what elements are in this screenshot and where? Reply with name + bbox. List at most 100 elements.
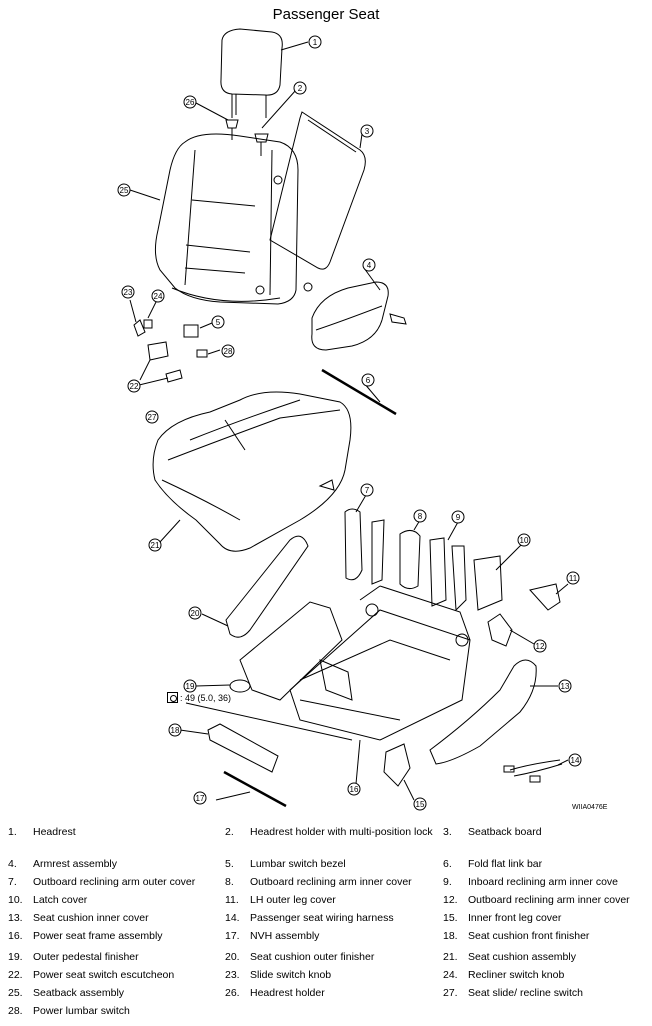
legend-label: Outer pedestal finisher: [33, 951, 139, 963]
callout-number: 1: [313, 38, 318, 47]
callout-19: [183, 679, 197, 693]
legend-label: Power lumbar switch: [33, 1005, 130, 1017]
callout-15: [413, 797, 427, 811]
callout-2: [293, 81, 307, 95]
legend-label: Headrest: [33, 826, 76, 838]
callout-number: 3: [365, 127, 370, 136]
callout-18: [168, 723, 182, 737]
legend-number: 16.: [8, 930, 23, 942]
callout-number: 11: [569, 574, 578, 583]
callout-number: 23: [124, 288, 133, 297]
callout-20: [188, 606, 202, 620]
callout-13: [558, 679, 572, 693]
pedestal-finisher-part: [229, 679, 251, 693]
legend-label: Inboard reclining arm inner cove: [468, 876, 618, 888]
callout-number: 21: [151, 541, 160, 550]
callout-number: 5: [216, 318, 221, 327]
legend-label: NVH assembly: [250, 930, 320, 942]
callout-number: 8: [418, 512, 423, 521]
legend-label: Inner front leg cover: [468, 912, 562, 924]
callout-12: [533, 639, 547, 653]
seatback-board-part: [269, 111, 366, 270]
headrest-part: [220, 28, 283, 118]
legend-number: 12.: [443, 894, 458, 906]
callout-number: 15: [416, 800, 425, 809]
switch-parts: [133, 319, 208, 383]
legend-number: 11.: [225, 894, 239, 906]
callout-number: 16: [350, 785, 359, 794]
seatback-part: [154, 133, 299, 305]
legend-label: Passenger seat wiring harness: [250, 912, 394, 924]
callout-10: [517, 533, 531, 547]
legend-label: Armrest assembly: [33, 858, 118, 870]
front-finisher-part: [207, 723, 279, 773]
legend-label: Seat cushion inner cover: [33, 912, 149, 924]
legend-number: 22.: [8, 969, 23, 981]
leg-cover-part: [383, 743, 411, 787]
callout-17: [193, 791, 207, 805]
callout-6: [361, 373, 375, 387]
power-seat-frame-part: [239, 585, 471, 741]
outer-finisher-part: [225, 535, 309, 638]
callout-number: 17: [196, 794, 205, 803]
legend-number: 7.: [8, 876, 17, 888]
legend-number: 6.: [443, 858, 452, 870]
legend-number: 1.: [8, 826, 17, 838]
legend-number: 9.: [443, 876, 452, 888]
callout-number: 25: [120, 186, 129, 195]
callout-number: 12: [536, 642, 545, 651]
callout-25: [117, 183, 131, 197]
callout-number: 6: [366, 376, 371, 385]
nvh-part: [223, 770, 287, 808]
diagram-title: Passenger Seat: [272, 6, 380, 23]
callout-11: [566, 571, 580, 585]
callout-number: 13: [561, 682, 570, 691]
callout-28: [221, 344, 235, 358]
callout-number: 28: [224, 347, 233, 356]
reclining-covers: [344, 508, 561, 647]
legend-label: Seat cushion outer finisher: [250, 951, 375, 963]
callout-number: 24: [154, 292, 163, 301]
legend-label: Outboard reclining arm inner cover: [250, 876, 412, 888]
exploded-seat-diagram: 1234567891011121314151617181920212223242…: [117, 28, 582, 811]
legend-label: Latch cover: [33, 894, 88, 906]
torque-spec: : 49 (5.0, 36): [167, 692, 231, 703]
legend-number: 14.: [225, 912, 240, 924]
callout-number: 20: [191, 609, 200, 618]
callout-number: 10: [520, 536, 529, 545]
callout-24: [151, 289, 165, 303]
legend-number: 2.: [225, 826, 234, 838]
legend-number: 8.: [225, 876, 234, 888]
fastener-part: [303, 282, 313, 292]
callout-5: [211, 315, 225, 329]
callout-14: [568, 753, 582, 767]
leader-lines: [129, 41, 569, 801]
armrest-part: [311, 281, 407, 351]
callout-4: [362, 258, 376, 272]
legend-number: 4.: [8, 858, 17, 870]
legend-label: Power seat frame assembly: [33, 930, 163, 942]
legend-number: 23.: [225, 969, 240, 981]
callout-number: 18: [171, 726, 180, 735]
legend-number: 5.: [225, 858, 234, 870]
callout-number: 19: [186, 682, 195, 691]
legend-label: Power seat switch escutcheon: [33, 969, 175, 981]
legend-number: 24.: [443, 969, 458, 981]
wiring-harness-part: [503, 759, 563, 783]
callout-number: 27: [148, 413, 157, 422]
legend-number: 26.: [225, 987, 240, 999]
legend-number: 25.: [8, 987, 23, 999]
image-code: WIIA0476E: [572, 804, 608, 811]
legend-label: Lumbar switch bezel: [250, 858, 346, 870]
legend-number: 19.: [8, 951, 23, 963]
callout-9: [451, 510, 465, 524]
legend-label: Fold flat link bar: [468, 858, 543, 870]
callout-27: [145, 410, 159, 424]
callout-16: [347, 782, 361, 796]
link-bar-part: [321, 368, 397, 416]
seat-cushion-part: [152, 391, 352, 552]
torque-value: : 49 (5.0, 36): [180, 692, 232, 703]
legend-label: Seat cushion assembly: [468, 951, 576, 963]
legend-number: 28.: [8, 1005, 23, 1017]
